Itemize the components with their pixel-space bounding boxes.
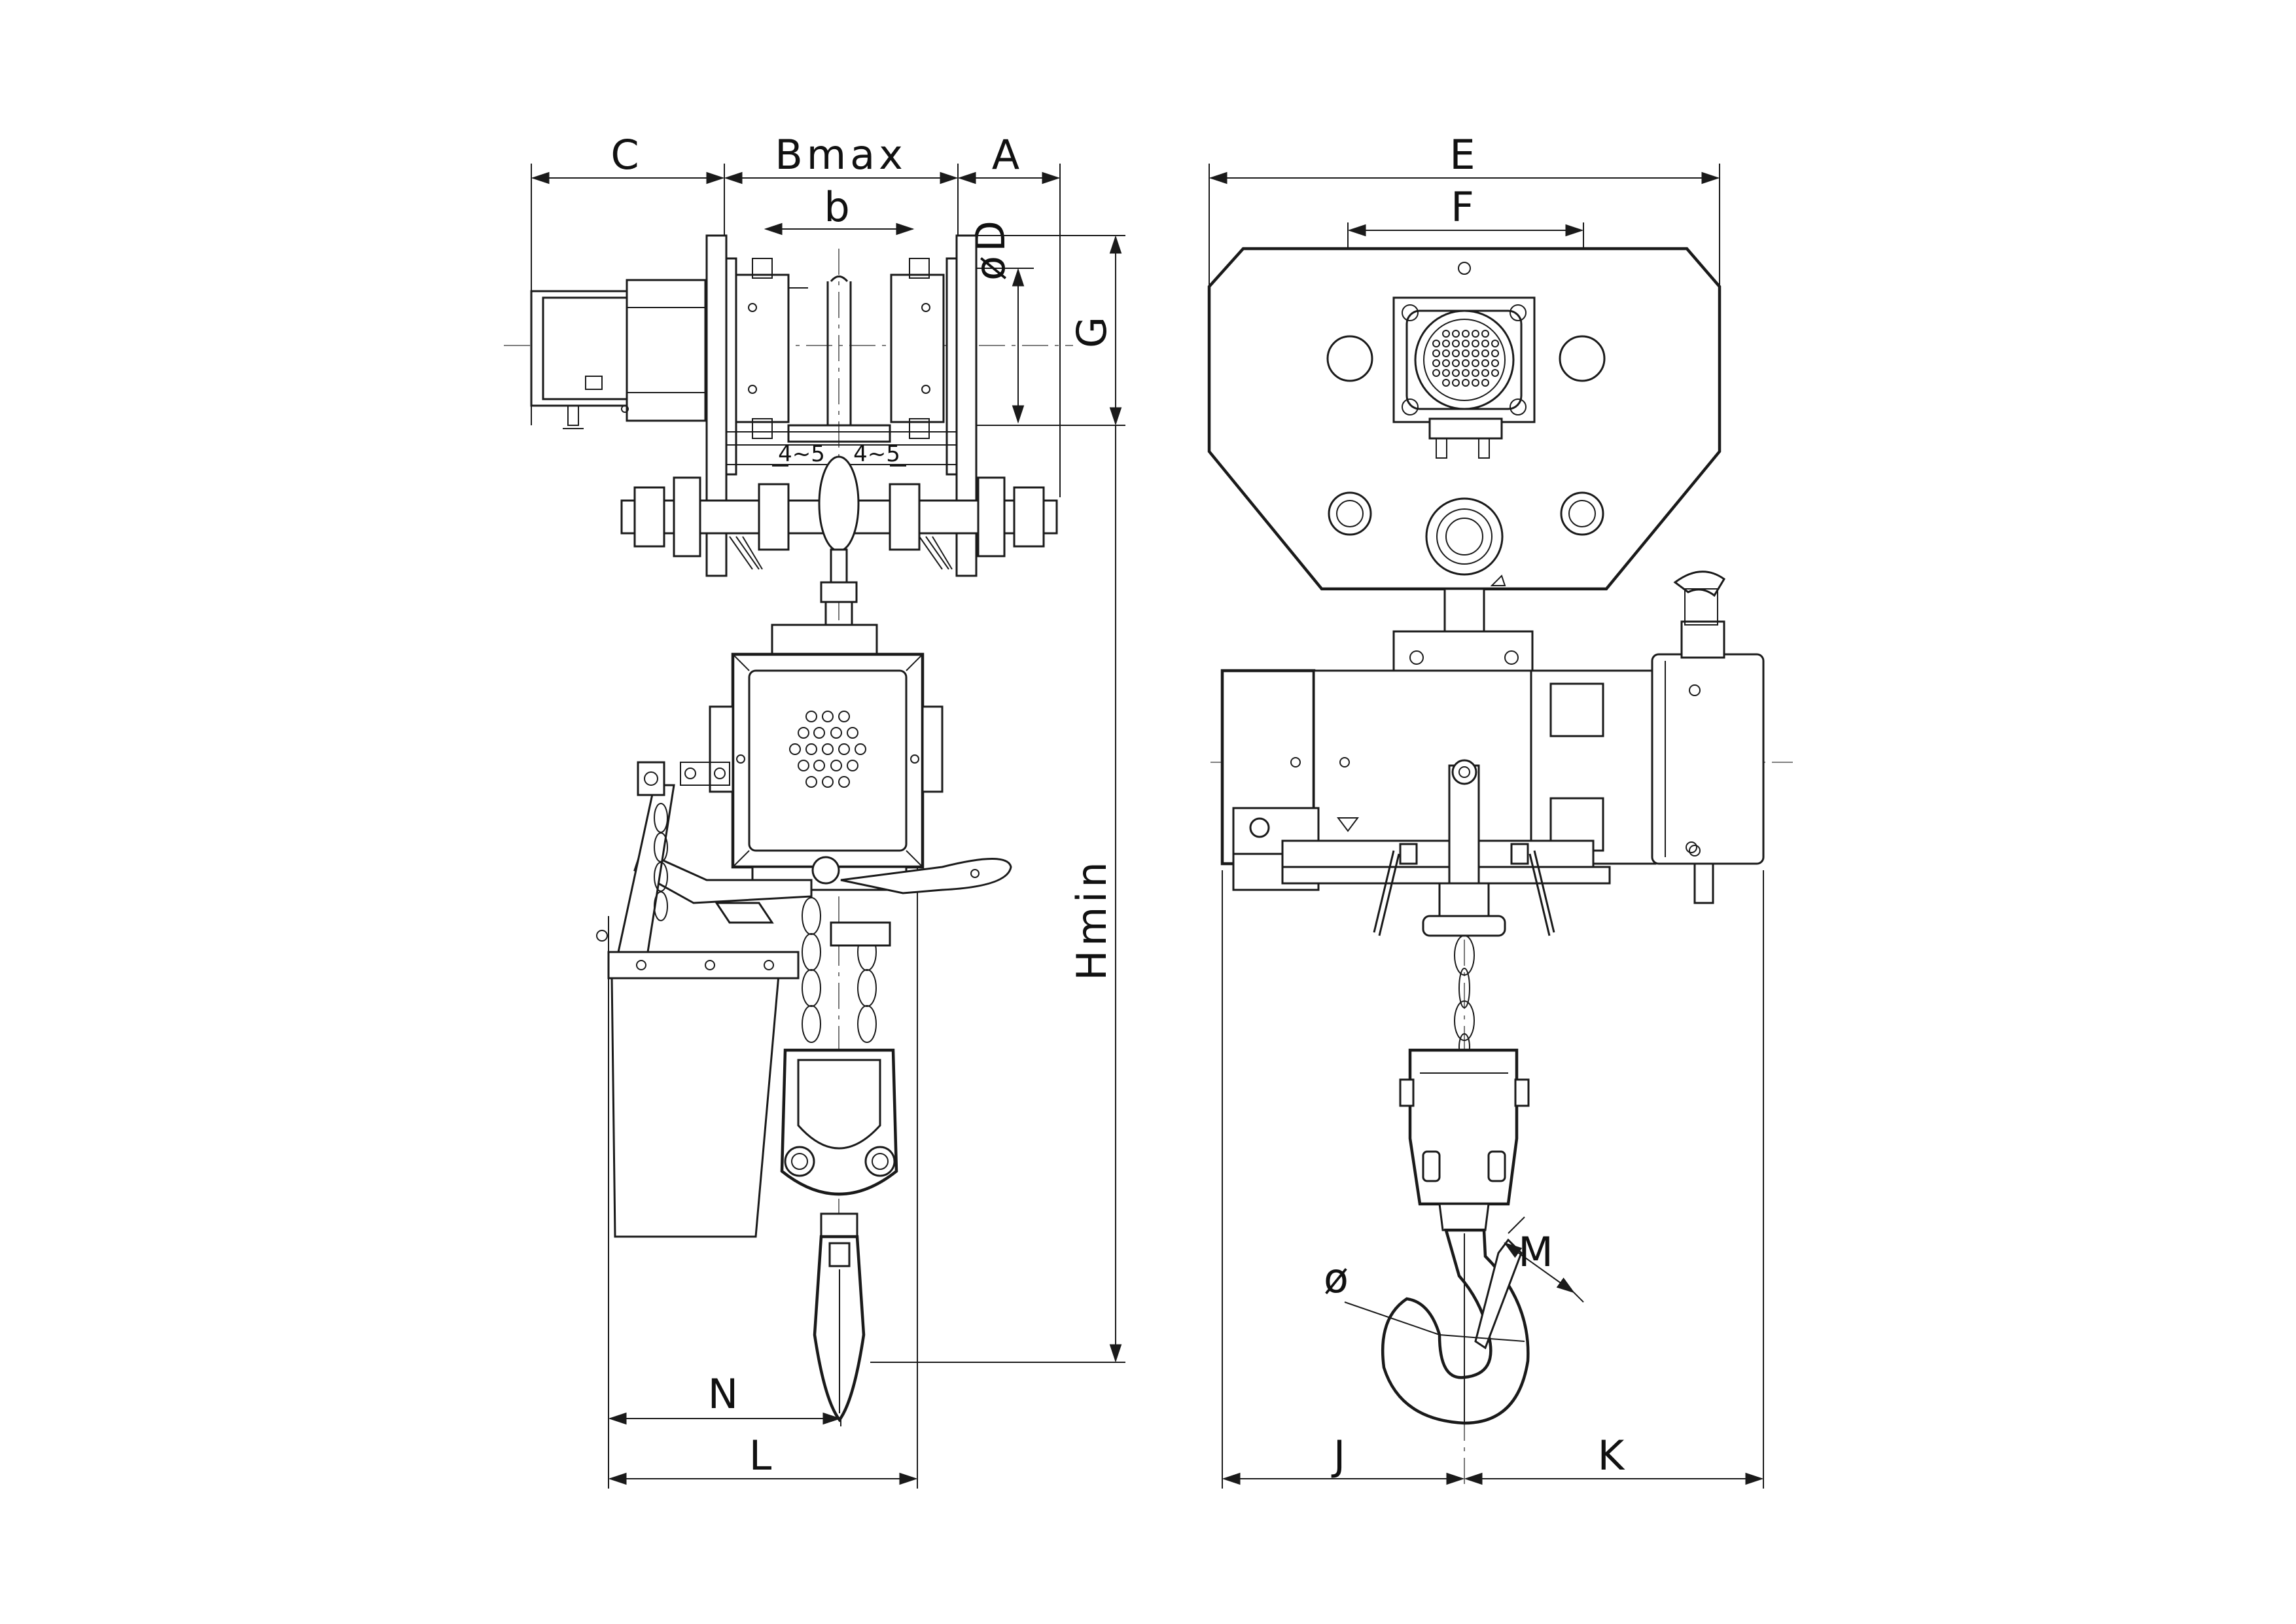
trolley-plate-nuts (1328, 491, 1604, 576)
label-j: J (1331, 1432, 1349, 1479)
label-a: A (992, 131, 1023, 179)
i-beam-rail (787, 275, 891, 443)
front-view: E F (1207, 131, 1793, 1489)
front-hook (1381, 1228, 1530, 1425)
label-m: M (1518, 1228, 1557, 1276)
motor-fan-holes (789, 711, 866, 788)
trolley-wheels (735, 258, 945, 439)
label-gap-left: 4~5 (778, 441, 825, 467)
label-f: F (1451, 183, 1478, 231)
hook-dimension-phi-m: ø M (1324, 1216, 1584, 1342)
label-l: L (749, 1432, 776, 1479)
dimension-hmin: Hmin (870, 235, 1125, 1363)
label-b: b (824, 183, 853, 231)
label-g: G (1068, 313, 1116, 348)
dimension-b: b (764, 183, 915, 236)
hoist-frame-front (1232, 757, 1611, 891)
dimension-e: E (1209, 131, 1720, 288)
label-gap-right: 4~5 (853, 441, 900, 467)
side-bottom-block (780, 1048, 898, 1241)
dimension-j-k: J K (1222, 870, 1764, 1489)
side-view: C Bmax A b øD G Hmin (504, 131, 1125, 1489)
hoist-body (709, 624, 944, 891)
label-k: K (1598, 1432, 1629, 1479)
chain-guide-handle (633, 849, 1012, 924)
wheel-gap-labels: 4~5 4~5 (772, 441, 906, 467)
load-chain-guide (1373, 759, 1555, 937)
label-e: E (1449, 131, 1479, 179)
dimension-c-bmax-a: C Bmax A (531, 131, 1061, 497)
front-load-chain (1454, 935, 1475, 1061)
hoist-suspension-eye (818, 455, 860, 631)
front-bottom-block (1399, 1048, 1530, 1231)
label-phi: ø (1324, 1254, 1352, 1302)
side-hook (813, 1235, 866, 1422)
front-connector (1392, 574, 1534, 685)
label-hmin: Hmin (1068, 858, 1116, 981)
dimension-phid-g: øD G (966, 217, 1125, 426)
label-n: N (708, 1370, 742, 1418)
label-c: C (610, 131, 643, 179)
chain-bag (596, 761, 800, 1238)
label-bmax: Bmax (775, 131, 907, 179)
trolley-motor-grille (1432, 330, 1499, 387)
side-chain (654, 803, 891, 1043)
hoist-body-front (1220, 571, 1765, 904)
trolley-drive-motor (530, 279, 726, 429)
